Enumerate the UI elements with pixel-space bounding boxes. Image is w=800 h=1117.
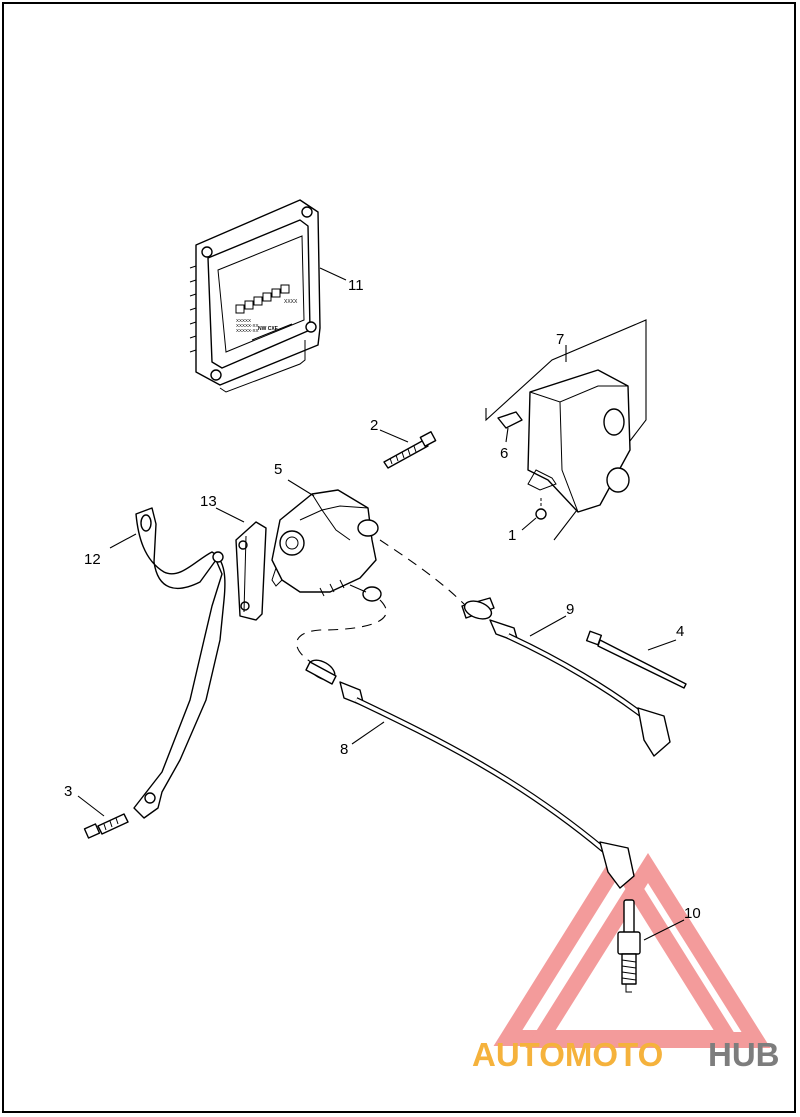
module-corner-text: XXXX [284,299,298,305]
callout-10: 10 [684,905,701,922]
control-module: XXXX XXXXX XXXXX-XX XXXXX-XX NW CXE [189,199,321,393]
callout-4: 4 [676,623,684,640]
callout-6: 6 [500,445,508,462]
leader-8 [351,721,385,745]
callout-3: 3 [64,783,72,800]
module-model-text: NW CXE [258,326,279,332]
callout-7: 7 [556,331,564,348]
dashed-wire-8 [296,599,387,665]
leader-2 [379,429,409,443]
watermark-brand-part-2: HUB [708,1036,780,1073]
callout-5: 5 [274,461,282,478]
module-label-line-2: XXXXX-XX [236,323,259,328]
spark-plug-wire-9 [461,597,671,757]
watermark-triangle-logo [493,846,771,1048]
callout-1: 1 [508,527,516,544]
watermark-brand: AUTOMOTO HUB [472,1036,780,1073]
coil-cover [485,319,647,541]
leader-1 [521,517,537,531]
leader-11 [319,267,347,281]
mounting-bracket-part-12 [133,507,226,819]
leader-10 [643,919,685,941]
watermark-brand-part-1: AUTOMOTO [472,1036,663,1073]
leader-6 [505,427,509,443]
ignition-coil [271,489,382,602]
leader-4 [647,639,677,651]
leader-9 [529,615,567,637]
leader-3 [77,795,105,817]
callout-9: 9 [566,601,574,618]
callout-13: 13 [200,493,217,510]
callout-8: 8 [340,741,348,758]
leader-13 [215,507,245,523]
callout-2: 2 [370,417,378,434]
module-label-line-1: XXXXX [236,318,251,323]
module-label-line-3: XXXXX-XX [236,328,259,333]
leader-5 [287,479,315,497]
clip-part-6 [497,411,523,429]
screw-part-1 [535,498,547,520]
small-bracket-part-13 [235,521,267,621]
dashed-wire-9 [379,539,467,607]
bolt-part-3 [83,813,129,839]
bolt-part-2 [383,431,437,469]
cable-tie-part-4 [585,630,687,689]
spark-plug-part-10 [617,899,641,993]
callout-12: 12 [84,551,101,568]
spark-plug-wire-8 [305,659,635,889]
callout-11: 11 [348,277,364,294]
leader-12 [109,533,137,549]
